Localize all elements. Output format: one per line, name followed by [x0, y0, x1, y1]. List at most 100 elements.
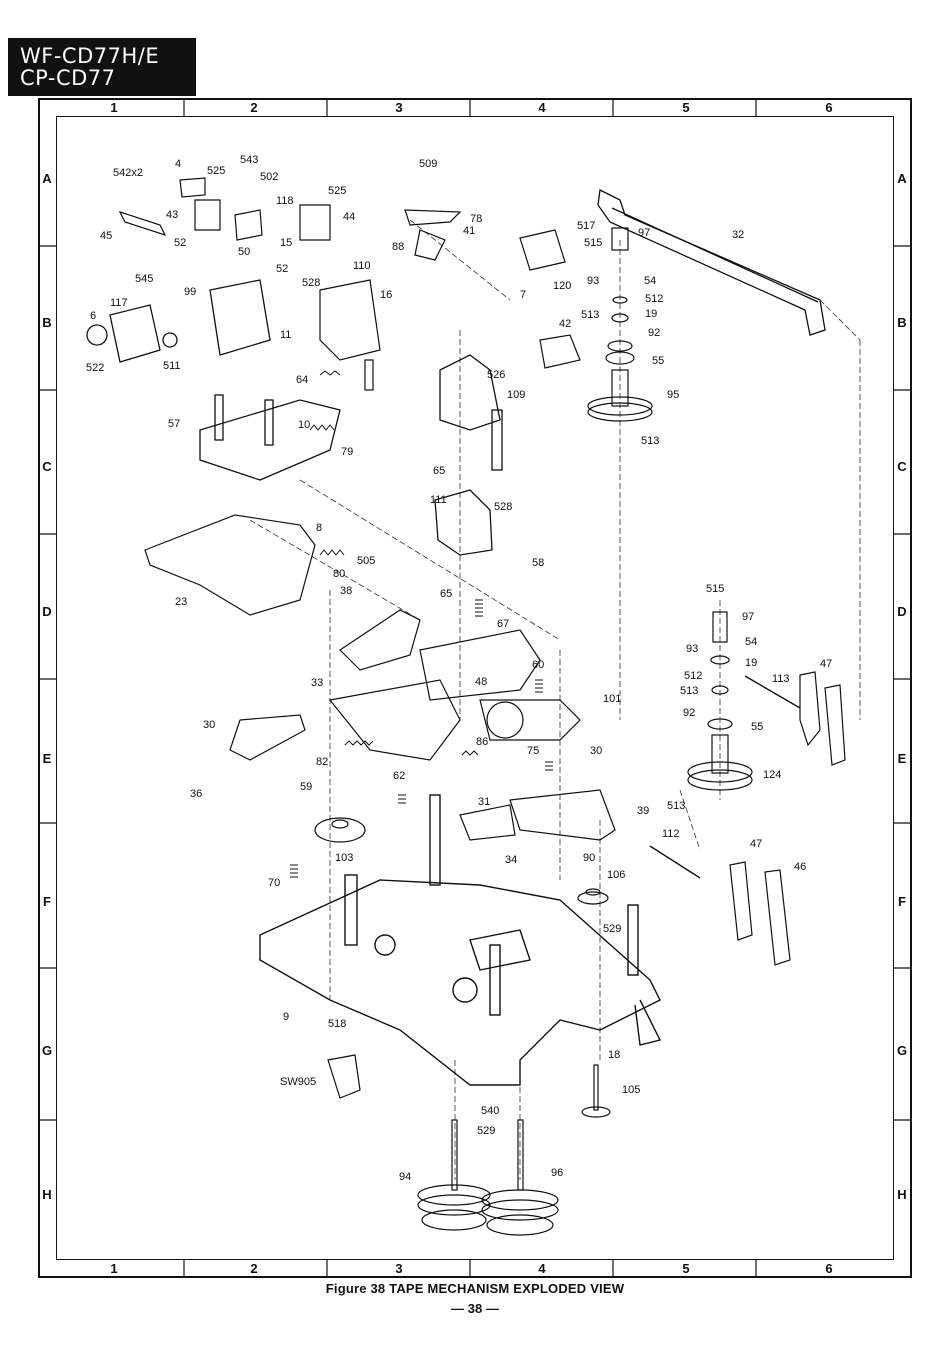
- grid-row-right-h: H: [897, 1187, 907, 1202]
- grid-col-top-3: 3: [395, 100, 403, 115]
- part-label: 526: [487, 369, 505, 381]
- part-9-main-chassis: [259, 794, 662, 1086]
- part-label: 65: [440, 588, 452, 600]
- part-label: 70: [268, 877, 280, 889]
- grid-row-left-a: A: [42, 171, 52, 186]
- grid-col-top-1: 1: [110, 100, 118, 115]
- part-label: 19: [745, 657, 757, 669]
- part-label: 60: [532, 659, 544, 671]
- part-label: 92: [648, 327, 660, 339]
- grid-col-bottom-4: 4: [538, 1261, 546, 1276]
- grid-row-left-d: D: [42, 604, 52, 619]
- part-32-arm: [597, 189, 826, 336]
- grid-row-left-b: B: [42, 315, 52, 330]
- part-label: 38: [340, 585, 352, 597]
- part-label: 513: [667, 800, 685, 812]
- part-label: 79: [341, 446, 353, 458]
- part-label: 33: [311, 677, 323, 689]
- part-label: 55: [652, 355, 664, 367]
- part-label: 9: [283, 1011, 289, 1023]
- part-46-47-arms: [729, 671, 846, 966]
- part-label: 97: [742, 611, 754, 623]
- part-label: 94: [399, 1171, 411, 1183]
- part-label: 518: [328, 1018, 346, 1030]
- grid-row-right-f: F: [898, 894, 906, 909]
- page-number: — 38 —: [451, 1301, 499, 1316]
- part-label: 95: [667, 389, 679, 401]
- part-label: 47: [750, 838, 762, 850]
- part-label: 50: [238, 246, 250, 258]
- part-label: 45: [100, 230, 112, 242]
- gears: [314, 817, 609, 905]
- part-label: 75: [527, 745, 539, 757]
- part-label: 529: [477, 1125, 495, 1137]
- part-label: 522: [86, 362, 104, 374]
- part-label: 103: [335, 852, 353, 864]
- part-label: 58: [532, 557, 544, 569]
- part-label: 543: [240, 154, 258, 166]
- drawing-frame: [38, 98, 912, 1278]
- part-label: 30: [203, 719, 215, 731]
- part-label: 32: [732, 229, 744, 241]
- part-label: 515: [706, 583, 724, 595]
- part-label: 15: [280, 237, 292, 249]
- part-label: 540: [481, 1105, 499, 1117]
- part-label: 88: [392, 241, 404, 253]
- part-label: 52: [276, 263, 288, 275]
- part-label: 80: [333, 568, 345, 580]
- part-label: 65: [433, 465, 445, 477]
- part-label: 57: [168, 418, 180, 430]
- part-label: 528: [494, 501, 512, 513]
- part-label: 513: [641, 435, 659, 447]
- part-label: 43: [166, 209, 178, 221]
- part-label: 59: [300, 781, 312, 793]
- part-label: 93: [686, 643, 698, 655]
- part-label: 101: [603, 693, 621, 705]
- part-label: 512: [645, 293, 663, 305]
- part-label: 120: [553, 280, 571, 292]
- part-label: 529: [603, 923, 621, 935]
- grid-col-top-5: 5: [682, 100, 690, 115]
- part-label: 109: [507, 389, 525, 401]
- part-109-111-arms: [434, 354, 503, 556]
- part-label: 4: [175, 158, 181, 170]
- part-label: 542x2: [113, 167, 143, 179]
- part-label: 11: [280, 329, 291, 341]
- part-label: 16: [380, 289, 392, 301]
- grid-col-top-4: 4: [538, 100, 546, 115]
- part-95-reel-table: [587, 227, 653, 422]
- shafts: [649, 675, 801, 879]
- part-label: 55: [751, 721, 763, 733]
- part-label: 47: [820, 658, 832, 670]
- part-label: 39: [637, 805, 649, 817]
- part-label: 513: [680, 685, 698, 697]
- upper-brackets: [118, 177, 581, 391]
- grid-col-bottom-2: 2: [250, 1261, 258, 1276]
- figure-caption: Figure 38 TAPE MECHANISM EXPLODED VIEW: [325, 1281, 625, 1296]
- part-label: 525: [207, 165, 225, 177]
- grid-row-right-a: A: [897, 171, 907, 186]
- part-label: 509: [419, 158, 437, 170]
- model-line-2: CP-CD77: [20, 66, 116, 90]
- drawing-area: [56, 116, 894, 1260]
- part-label: 106: [607, 869, 625, 881]
- part-label: 124: [763, 769, 781, 781]
- part-label: 113: [772, 673, 790, 685]
- part-label: 502: [260, 171, 278, 183]
- part-label: 36: [190, 788, 202, 800]
- part-label: 41: [463, 225, 475, 237]
- part-label: 8: [316, 522, 322, 534]
- part-10-11-subchassis: [86, 279, 341, 481]
- grid-row-left-h: H: [42, 1187, 52, 1202]
- grid-row-right-d: D: [897, 604, 907, 619]
- grid-col-bottom-6: 6: [825, 1261, 833, 1276]
- part-label: 517: [577, 220, 595, 232]
- part-label: 52: [174, 237, 186, 249]
- part-label: 48: [475, 676, 487, 688]
- part-label: 528: [302, 277, 320, 289]
- grid-row-left-c: C: [42, 459, 52, 474]
- part-label: 64: [296, 374, 308, 386]
- part-label: 19: [645, 308, 657, 320]
- part-label: 511: [163, 360, 181, 372]
